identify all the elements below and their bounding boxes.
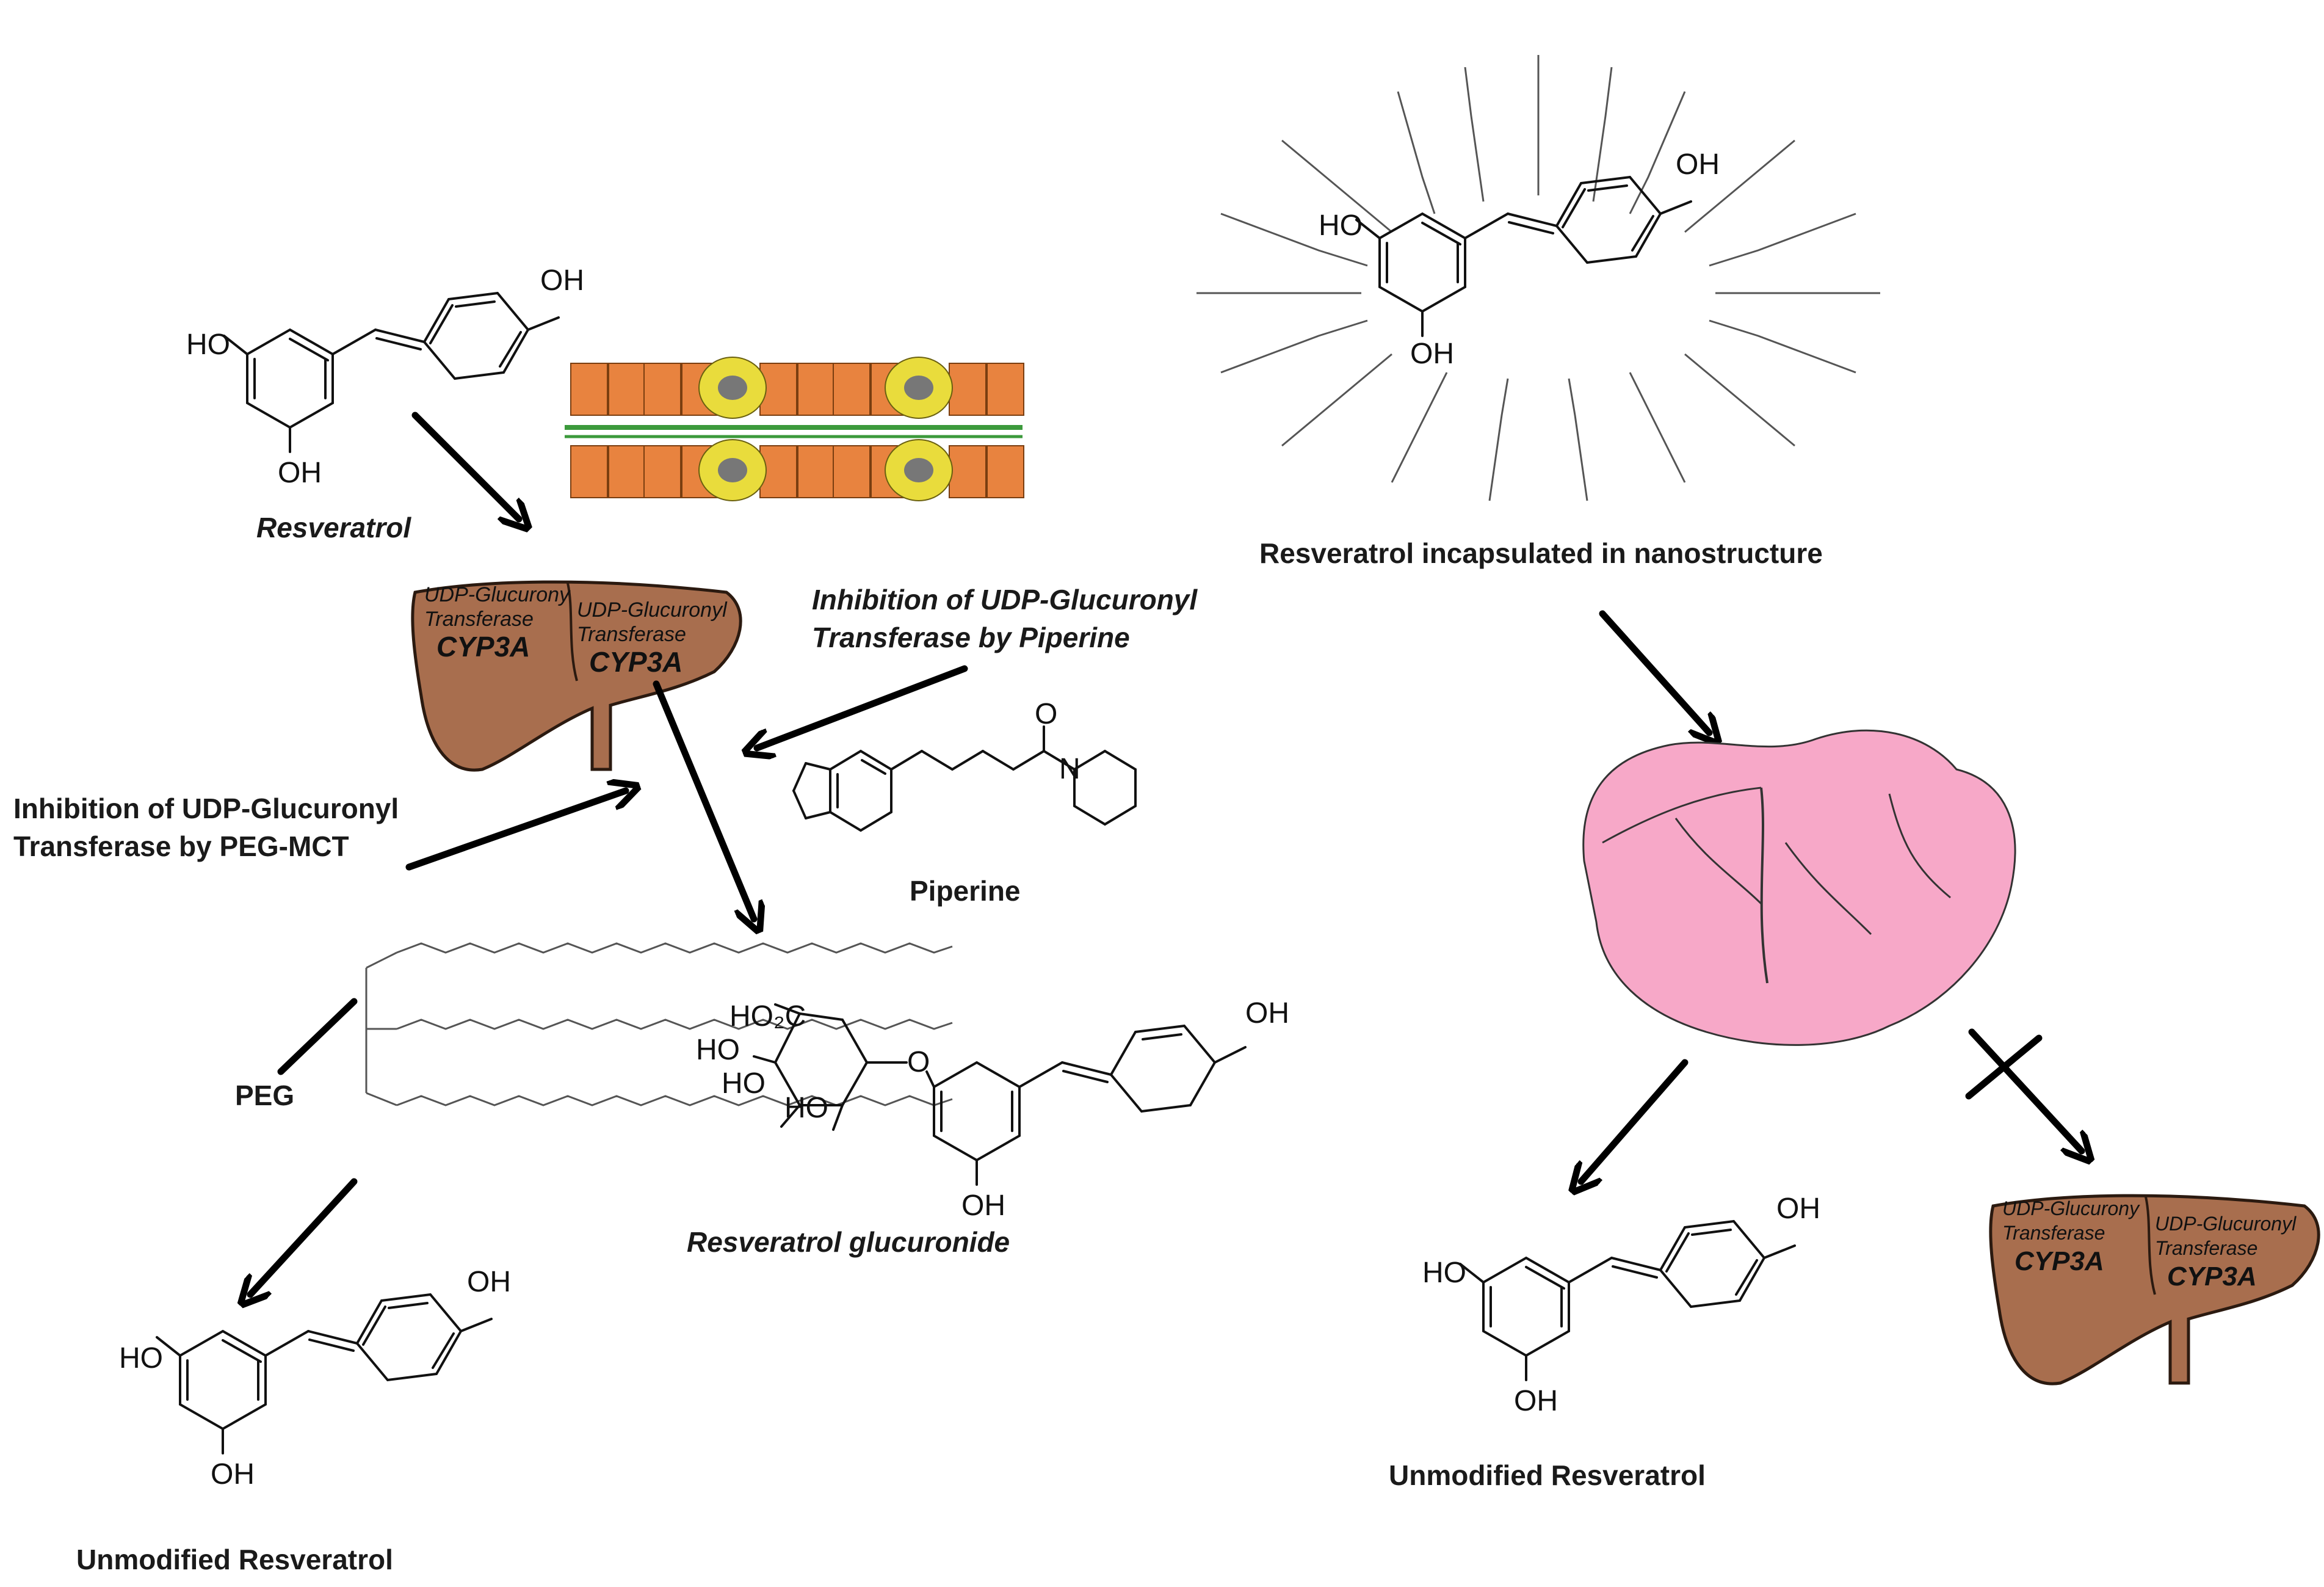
- liver-text: CYP3A: [589, 646, 682, 678]
- atom-oh: OH: [1245, 997, 1289, 1030]
- label-inhibition-peg-1: Inhibition of UDP-Glucuronyl: [13, 793, 399, 824]
- liver-right: UDP-Glucurony Transferase CYP3A UDP-Gluc…: [1991, 1196, 2319, 1384]
- liver-text: Transferase: [577, 623, 686, 646]
- atom-ho: HO: [1422, 1257, 1466, 1289]
- piperine-structure: O N: [792, 698, 1137, 832]
- label-resveratrol: Resveratrol: [256, 512, 411, 543]
- label-unmodified-resveratrol-right: Unmodified Resveratrol: [1389, 1459, 1706, 1491]
- atom-oh: OH: [211, 1458, 255, 1491]
- atom-ho2c: HO₂C: [729, 1000, 806, 1033]
- arrow-stomach-to-unmodified: [1581, 1059, 1689, 1182]
- liver-text: CYP3A: [2167, 1262, 2257, 1291]
- label-inhibition-piperine-1: Inhibition of UDP-Glucuronyl: [812, 584, 1198, 616]
- liver-text: UDP-Glucuronyl: [577, 598, 728, 622]
- label-peg: PEG: [235, 1080, 294, 1111]
- resveratrol-glucuronide-structure: HO₂C HO HO HO O OH OH: [696, 997, 1289, 1222]
- atom-ho: HO: [119, 1342, 163, 1375]
- peg-marker-line: [277, 998, 358, 1075]
- arrow-piperine-to-liver: [757, 665, 968, 748]
- arrow-pegmct-to-unmodified: [250, 1178, 358, 1295]
- label-inhibition-piperine-2: Transferase by Piperine: [812, 622, 1130, 653]
- arrow-pegmct-to-liver: [405, 791, 626, 871]
- intestinal-epithelium-image: [552, 345, 1029, 522]
- atom-oh: OH: [467, 1266, 511, 1298]
- label-unmodified-resveratrol-left: Unmodified Resveratrol: [76, 1544, 393, 1575]
- liver-text: CYP3A: [436, 631, 530, 663]
- arrow-resveratrol-to-liver: [411, 412, 519, 519]
- liver-text: Transferase: [2002, 1222, 2105, 1244]
- label-resveratrol-glucuronide: Resveratrol glucuronide: [687, 1226, 1010, 1258]
- atom-oh: OH: [961, 1189, 1005, 1222]
- liver-text: CYP3A: [2014, 1246, 2104, 1276]
- resveratrol-structure-unmodified-right: HO OH OH: [1422, 1193, 1820, 1417]
- liver-text: UDP-Glucuronyl: [2155, 1213, 2297, 1235]
- atom-ho: HO: [784, 1092, 828, 1124]
- nanostructure-micelle: HO OH OH: [1196, 55, 1880, 501]
- arrow-nanostructure-to-stomach: [1599, 610, 1709, 733]
- atom-oh: OH: [278, 457, 322, 489]
- atom-ho: HO: [186, 329, 230, 361]
- label-resveratrol-encapsulated: Resveratrol incapsulated in nanostructur…: [1259, 537, 1823, 569]
- resveratrol-structure-top: HO OH OH: [186, 264, 584, 489]
- label-inhibition-peg-2: Transferase by PEG-MCT: [13, 830, 349, 862]
- arrow-stomach-to-liver-blocked: [1968, 1028, 2082, 1151]
- stomach-shape: [1582, 729, 2016, 1046]
- liver-text: UDP-Glucurony: [2002, 1197, 2140, 1219]
- peg-mct-structure: [365, 942, 953, 1106]
- liver-text: UDP-Glucurony: [424, 583, 571, 606]
- atom-oh: OH: [1776, 1193, 1820, 1225]
- liver-left: UDP-Glucurony Transferase CYP3A UDP-Gluc…: [413, 582, 740, 770]
- atom-ho: HO: [1319, 209, 1363, 242]
- atom-oh: OH: [1514, 1385, 1558, 1417]
- blocked-cross-mark: [1965, 1034, 2043, 1100]
- atom-oh: OH: [540, 264, 584, 297]
- atom-ho: HO: [722, 1067, 766, 1100]
- arrow-liver-to-glucuronide: [653, 680, 754, 919]
- resveratrol-structure-unmodified-left: HO OH OH: [119, 1266, 511, 1491]
- atom-o: O: [1035, 698, 1057, 730]
- atom-oh: OH: [1410, 338, 1454, 370]
- atom-ho: HO: [696, 1034, 740, 1066]
- liver-text: Transferase: [424, 608, 534, 631]
- atom-n: N: [1059, 753, 1081, 785]
- label-piperine: Piperine: [910, 875, 1021, 907]
- atom-oh: OH: [1676, 148, 1720, 181]
- liver-text: Transferase: [2155, 1237, 2257, 1259]
